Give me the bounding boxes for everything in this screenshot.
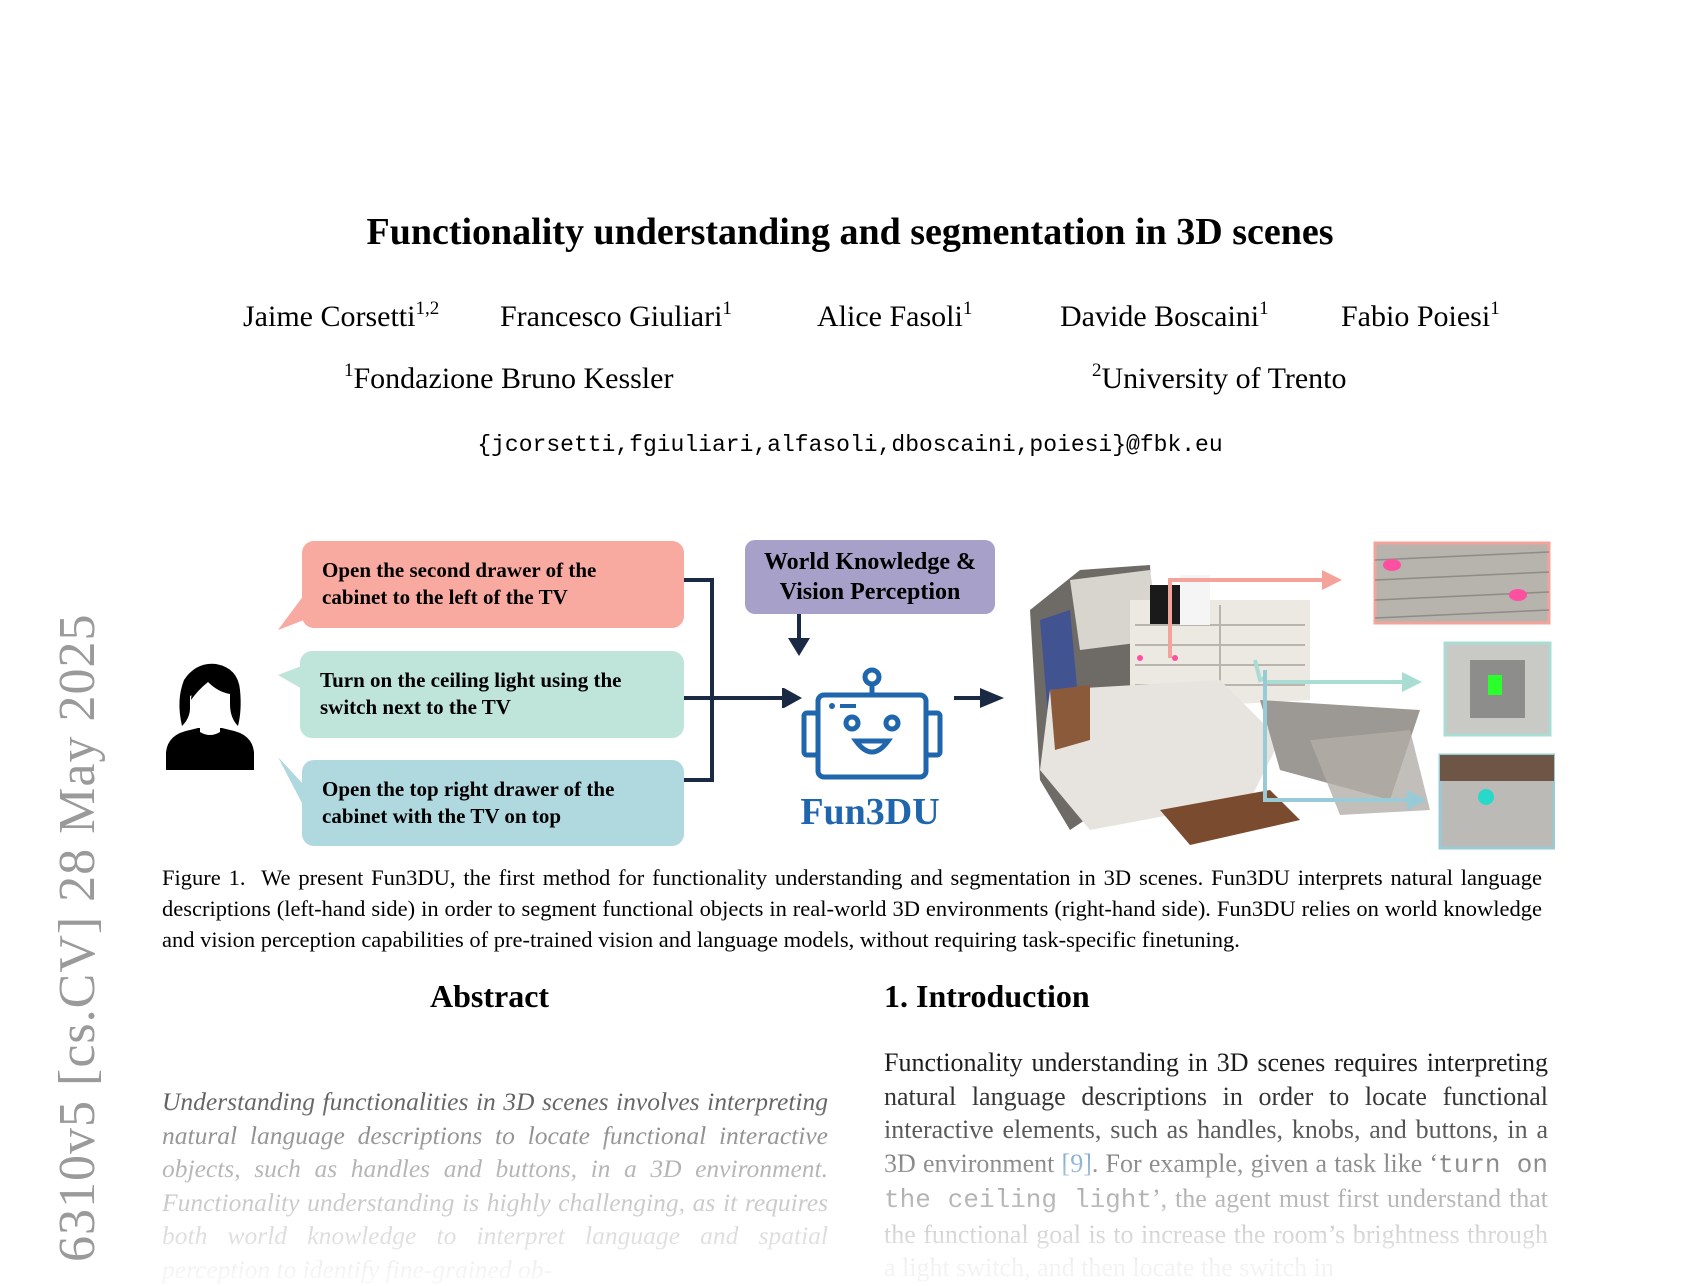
- robot-icon: [801, 667, 943, 780]
- author-affiliation-mark: 1,2: [415, 298, 440, 319]
- abstract-text: Understanding functionalities in 3D scen…: [162, 1087, 828, 1284]
- author-name: Davide Boscaini: [1060, 300, 1260, 333]
- author-name: Alice Fasoli: [817, 300, 963, 333]
- intro-paragraph-part: . For example, given a task like ‘: [1091, 1148, 1439, 1178]
- author-3: Alice Fasoli1: [817, 298, 973, 334]
- instruction-bubble-1: Open the second drawer of the cabinet to…: [302, 541, 684, 628]
- author-name: Fabio Poiesi: [1341, 300, 1491, 333]
- author-2: Francesco Giuliari1: [500, 298, 732, 334]
- task-example-code: turn on the ceiling light: [884, 1149, 1549, 1216]
- affiliation-number: 1: [344, 360, 354, 381]
- scene-pointcloud-image: [1030, 541, 1555, 850]
- introduction-text: Functionality understanding in 3D scenes…: [884, 1046, 1548, 1285]
- instruction-bubble-3: Open the top right drawer of the cabinet…: [302, 760, 684, 846]
- author-name: Francesco Giuliari: [500, 300, 723, 333]
- affiliation-number: 2: [1092, 360, 1102, 381]
- author-affiliation-mark: 1: [962, 298, 973, 319]
- author-affiliation-mark: 1: [1490, 298, 1500, 319]
- caption-label: Figure 1.: [162, 865, 246, 890]
- author-1: Jaime Corsetti1,2: [243, 298, 440, 334]
- arxiv-stamp: 6310v5 [cs.CV] 28 May 2025: [49, 613, 106, 1262]
- introduction-heading: 1. Introduction: [884, 978, 1090, 1014]
- affiliation-2: 2University of Trento: [1092, 360, 1347, 396]
- affiliation-1: 1Fondazione Bruno Kessler: [344, 360, 674, 396]
- knowledge-box: World Knowledge & Vision Perception: [745, 540, 995, 614]
- paper-title: Functionality understanding and segmenta…: [366, 211, 1334, 253]
- instruction-bubble-2: Turn on the ceiling light using the swit…: [300, 651, 684, 738]
- intro-paragraph-part: Functionality understanding in 3D scenes…: [884, 1048, 1548, 1178]
- author-5: Fabio Poiesi1: [1341, 298, 1500, 334]
- bubble-tails: [278, 595, 304, 807]
- affiliation-name: Fondazione Bruno Kessler: [353, 362, 674, 395]
- author-affiliation-mark: 1: [722, 298, 732, 319]
- citation-link[interactable]: [9]: [1061, 1148, 1092, 1178]
- caption-text: We present Fun3DU, the first method for …: [162, 865, 1543, 952]
- figure-caption: Figure 1. We present Fun3DU, the first m…: [162, 862, 1542, 955]
- author-affiliation-mark: 1: [1259, 298, 1269, 319]
- person-icon: [166, 663, 254, 770]
- flow-arrows: [684, 578, 1004, 782]
- abstract-heading: Abstract: [430, 978, 550, 1014]
- author-4: Davide Boscaini1: [1060, 298, 1269, 334]
- affiliation-name: University of Trento: [1101, 362, 1347, 395]
- author-name: Jaime Corsetti: [243, 300, 416, 333]
- method-name: Fun3DU: [800, 791, 940, 833]
- author-emails[interactable]: {jcorsetti,fgiuliari,alfasoli,dboscaini,…: [477, 432, 1223, 458]
